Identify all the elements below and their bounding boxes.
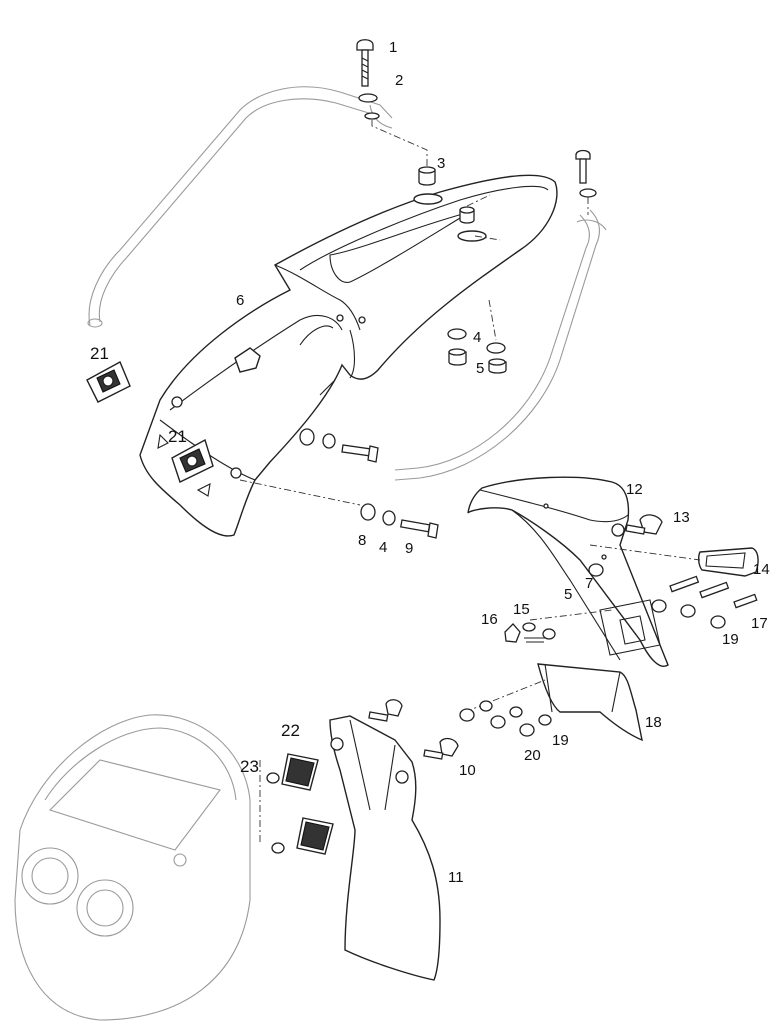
callout-2: 2 [395,72,403,89]
callout-22: 22 [281,721,300,740]
callout-6: 6 [236,292,244,309]
upper-hardware [356,39,597,241]
callout-11: 11 [448,869,464,886]
callout-3: 3 [437,155,445,172]
callout-4-lower: 4 [379,539,387,556]
callout-9: 9 [405,540,413,557]
callout-17: 17 [751,615,768,632]
callout-labels: 1 2 3 4 5 6 7 8 9 10 11 12 13 14 15 16 1… [90,39,770,886]
rear-light-assembly [589,514,759,629]
callout-8: 8 [358,532,366,549]
rear-fender [139,174,558,537]
side-bolts [239,428,439,539]
callout-5: 5 [476,360,484,377]
callout-18: 18 [645,714,662,731]
callout-12: 12 [626,481,643,498]
clip-parts [86,361,214,483]
callout-4: 4 [473,329,481,346]
callout-23: 23 [240,757,259,776]
reflector-hardware [504,563,613,643]
callout-10: 10 [459,762,476,779]
callout-19: 19 [722,631,739,648]
lower-bracket [459,663,643,742]
headlight-housing [14,714,251,1021]
callout-16: 16 [481,611,498,628]
callout-7: 7 [585,575,593,592]
callout-19-lower: 19 [552,732,569,749]
callout-20: 20 [524,747,541,764]
callout-21-lower: 21 [168,427,187,446]
reflectors [259,753,334,855]
fender-underside-hardware [447,299,507,374]
callout-15: 15 [513,601,530,618]
mud-flap [329,699,459,981]
callout-21: 21 [90,344,109,363]
callout-1: 1 [389,39,397,56]
plate-holder [467,476,669,667]
callout-14: 14 [753,561,770,578]
callout-5-right: 5 [564,586,572,603]
rear-rack-frame [87,86,607,481]
callout-13: 13 [673,509,690,526]
